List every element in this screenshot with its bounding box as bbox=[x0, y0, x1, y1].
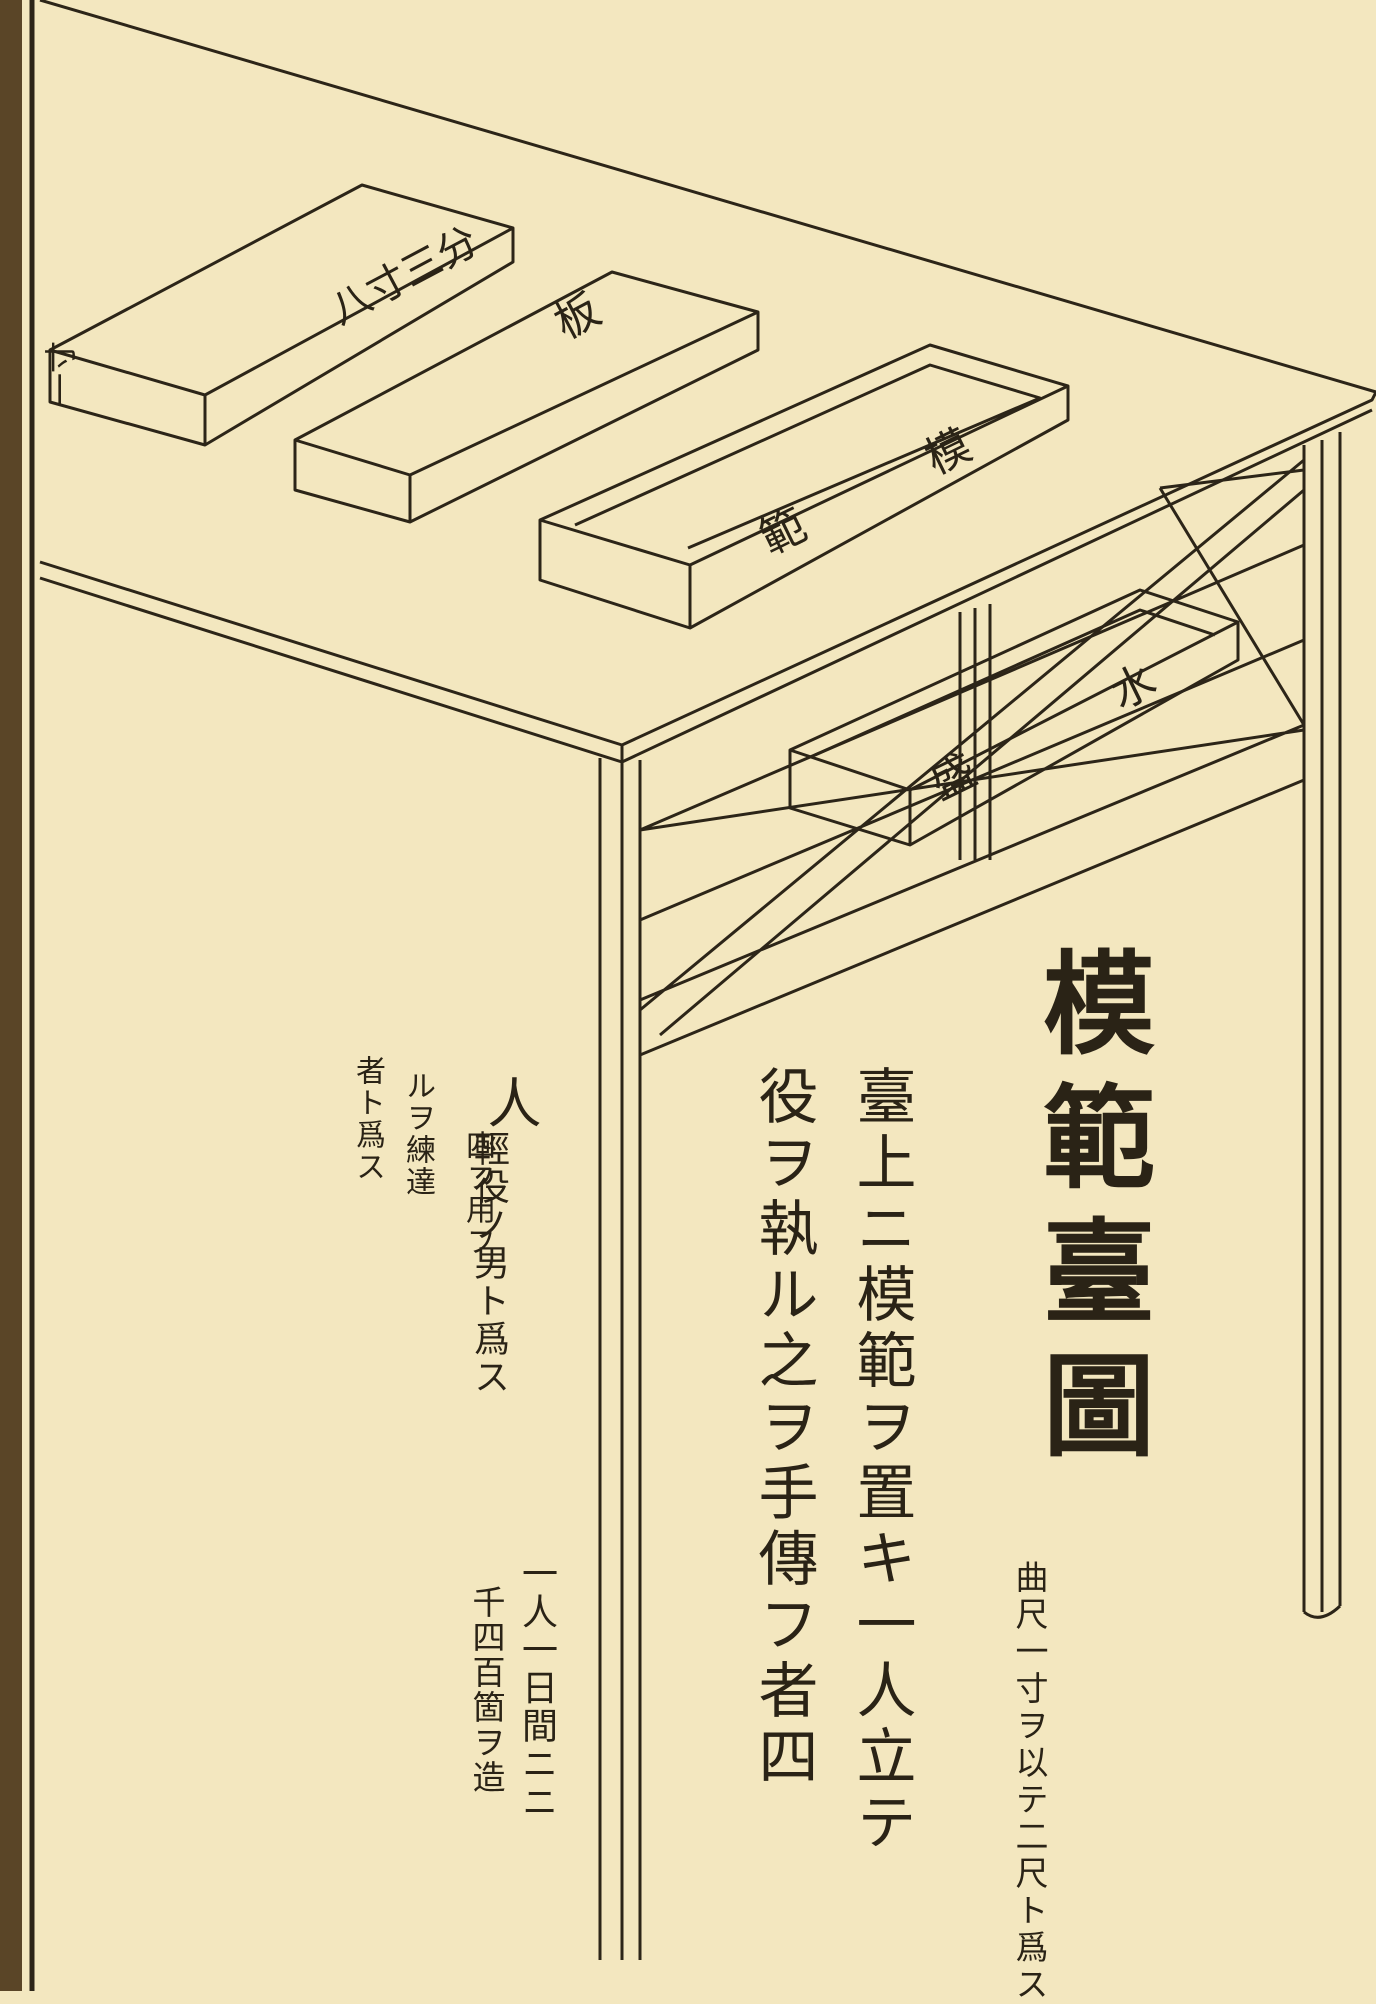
note-line-6: 者ト爲ス bbox=[350, 1055, 385, 1183]
note-line-3: 千四百箇ヲ造 bbox=[467, 1585, 506, 1795]
box-3 bbox=[538, 343, 1070, 630]
diagram-title: 模範臺圖 bbox=[1024, 945, 1155, 1481]
box-2 bbox=[293, 270, 760, 524]
note-char: 人 bbox=[478, 1075, 541, 1129]
right-leg bbox=[1302, 432, 1342, 1612]
table-bracing bbox=[639, 458, 1306, 1057]
front-leg bbox=[598, 758, 642, 1960]
note-line-2: 一人一日間ニニ bbox=[516, 1555, 557, 1821]
table-top-edge bbox=[39, 408, 1373, 764]
box-4 bbox=[788, 588, 1240, 847]
description-line-2: 役ヲ執ル之ヲ手傳フ者四 bbox=[748, 1065, 818, 1791]
box-2-label: 板 bbox=[546, 284, 609, 350]
box-1-top-label: 八寸三分 bbox=[323, 218, 486, 334]
page-border bbox=[0, 0, 22, 1991]
box-1-end-label: 一寸 bbox=[42, 341, 80, 405]
scale-note: 曲尺一寸ヲ以テ二尺ト爲ス bbox=[1010, 1560, 1049, 2004]
description-line-1: 臺上ニ模範ヲ置キ一人立テ bbox=[846, 1065, 916, 1857]
note-line-5: ルヲ練達 bbox=[400, 1070, 435, 1198]
note-line-1: 輕役ノ男ト爲ス bbox=[468, 1130, 509, 1396]
note-line-4: 四フ用フ bbox=[460, 1130, 495, 1258]
table-top bbox=[39, 0, 1376, 747]
box-1 bbox=[48, 183, 515, 447]
